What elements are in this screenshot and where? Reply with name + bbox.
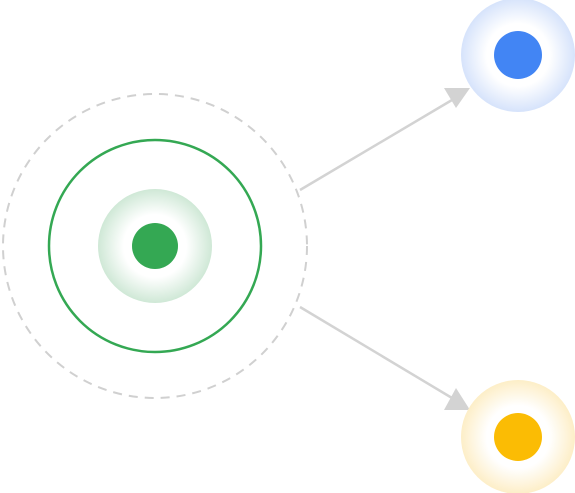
connector-to-blue [299,98,453,192]
target-blue-dot [494,31,542,79]
target-yellow-node [461,380,575,493]
arrowhead-to-blue [444,88,470,108]
source-node [2,93,308,399]
source-dot [132,223,178,269]
target-yellow-dot [494,413,542,461]
connectors [299,88,470,410]
arrowhead-to-yellow [444,388,470,410]
source-ring [47,138,263,354]
source-dashed-boundary [2,93,308,399]
target-blue-node [461,0,575,112]
connector-to-yellow [299,305,453,400]
